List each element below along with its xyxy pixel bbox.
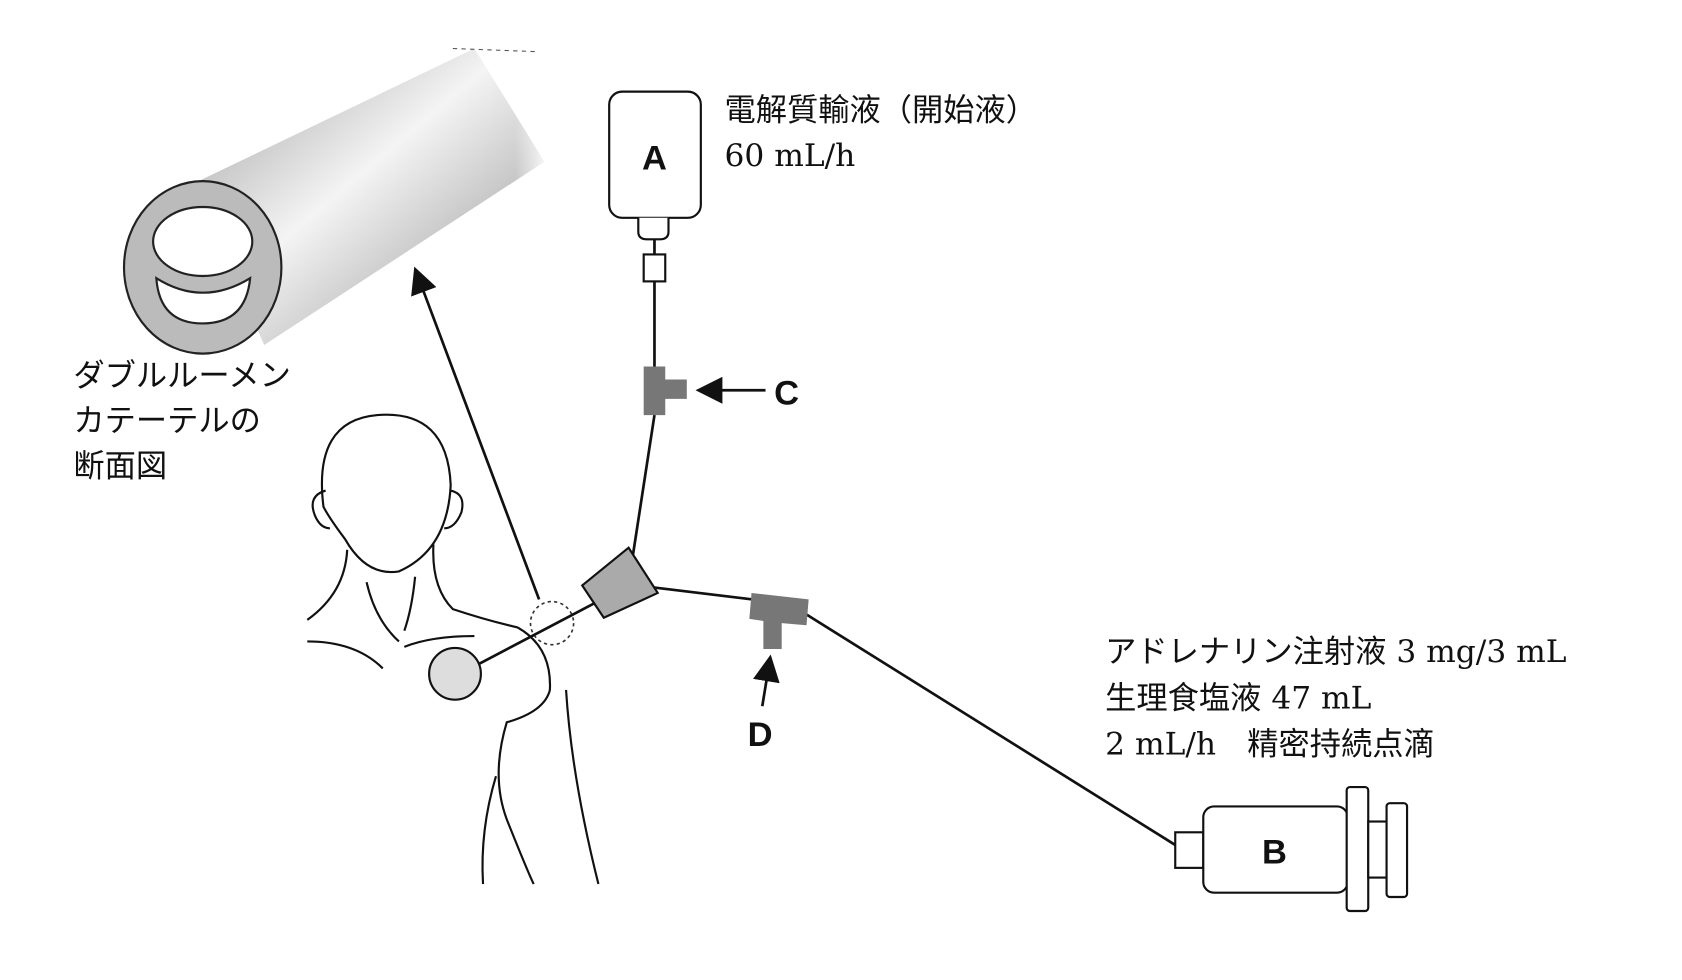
catheter-label: ダブルルーメン カテーテルの 断面図 xyxy=(73,358,291,485)
syringe-plunger xyxy=(1367,820,1388,879)
lumen-1 xyxy=(152,205,254,278)
bag-a-letter: A xyxy=(642,139,667,177)
catheter-label-line: 断面図 xyxy=(73,449,167,485)
syringe-flange xyxy=(1345,785,1370,913)
syringe-b-diluent: 生理食塩液 47 mL xyxy=(1105,680,1371,716)
neck-muscle xyxy=(403,576,417,632)
line-a-lower xyxy=(631,414,656,556)
catheter-label-line: カテーテルの xyxy=(73,403,261,439)
ear-left xyxy=(311,489,331,530)
port-c-label: C xyxy=(774,374,799,412)
neck-left xyxy=(306,549,349,621)
neck-muscle xyxy=(365,581,400,643)
catheter-label-line: ダブルルーメン xyxy=(73,358,291,394)
shoulder-right xyxy=(432,544,551,885)
insertion-pad xyxy=(428,646,482,701)
port-d-label: D xyxy=(748,716,773,754)
zoom-arrow xyxy=(411,266,541,600)
patient-outline xyxy=(306,413,600,885)
head xyxy=(320,413,452,574)
torso-line xyxy=(481,775,498,885)
port-d-arrow xyxy=(753,654,780,707)
drip-chamber xyxy=(642,253,667,283)
catheter-line xyxy=(473,597,605,668)
syringe-b-drug: アドレナリン注射液 3 mg/3 mL xyxy=(1105,634,1566,670)
lumen-2 xyxy=(155,276,252,325)
catheter-hub xyxy=(580,546,660,620)
clavicle-left xyxy=(307,640,384,670)
arm-outer xyxy=(564,689,600,885)
insertion-site-marker xyxy=(529,600,575,646)
syringe-nozzle xyxy=(1174,831,1205,869)
catheter-cross-section xyxy=(122,32,550,356)
port-d xyxy=(749,592,809,650)
line-b-lower xyxy=(805,613,1179,848)
clavicle-right xyxy=(403,635,475,648)
infusion-bag-a: A xyxy=(608,90,702,283)
syringe-b-rate: 2 mL/h 精密持続点滴 xyxy=(1105,727,1435,763)
syringe-b: B xyxy=(1174,785,1409,913)
bag-a-name: 電解質輸液（開始液） xyxy=(725,93,1038,129)
syringe-b-letter: B xyxy=(1262,834,1287,872)
bag-a-rate: 60 mL/h xyxy=(725,138,856,174)
syringe-plunger-end xyxy=(1385,802,1409,899)
line-b-upper xyxy=(654,586,753,601)
ear-right xyxy=(444,489,464,530)
port-c xyxy=(643,366,687,416)
